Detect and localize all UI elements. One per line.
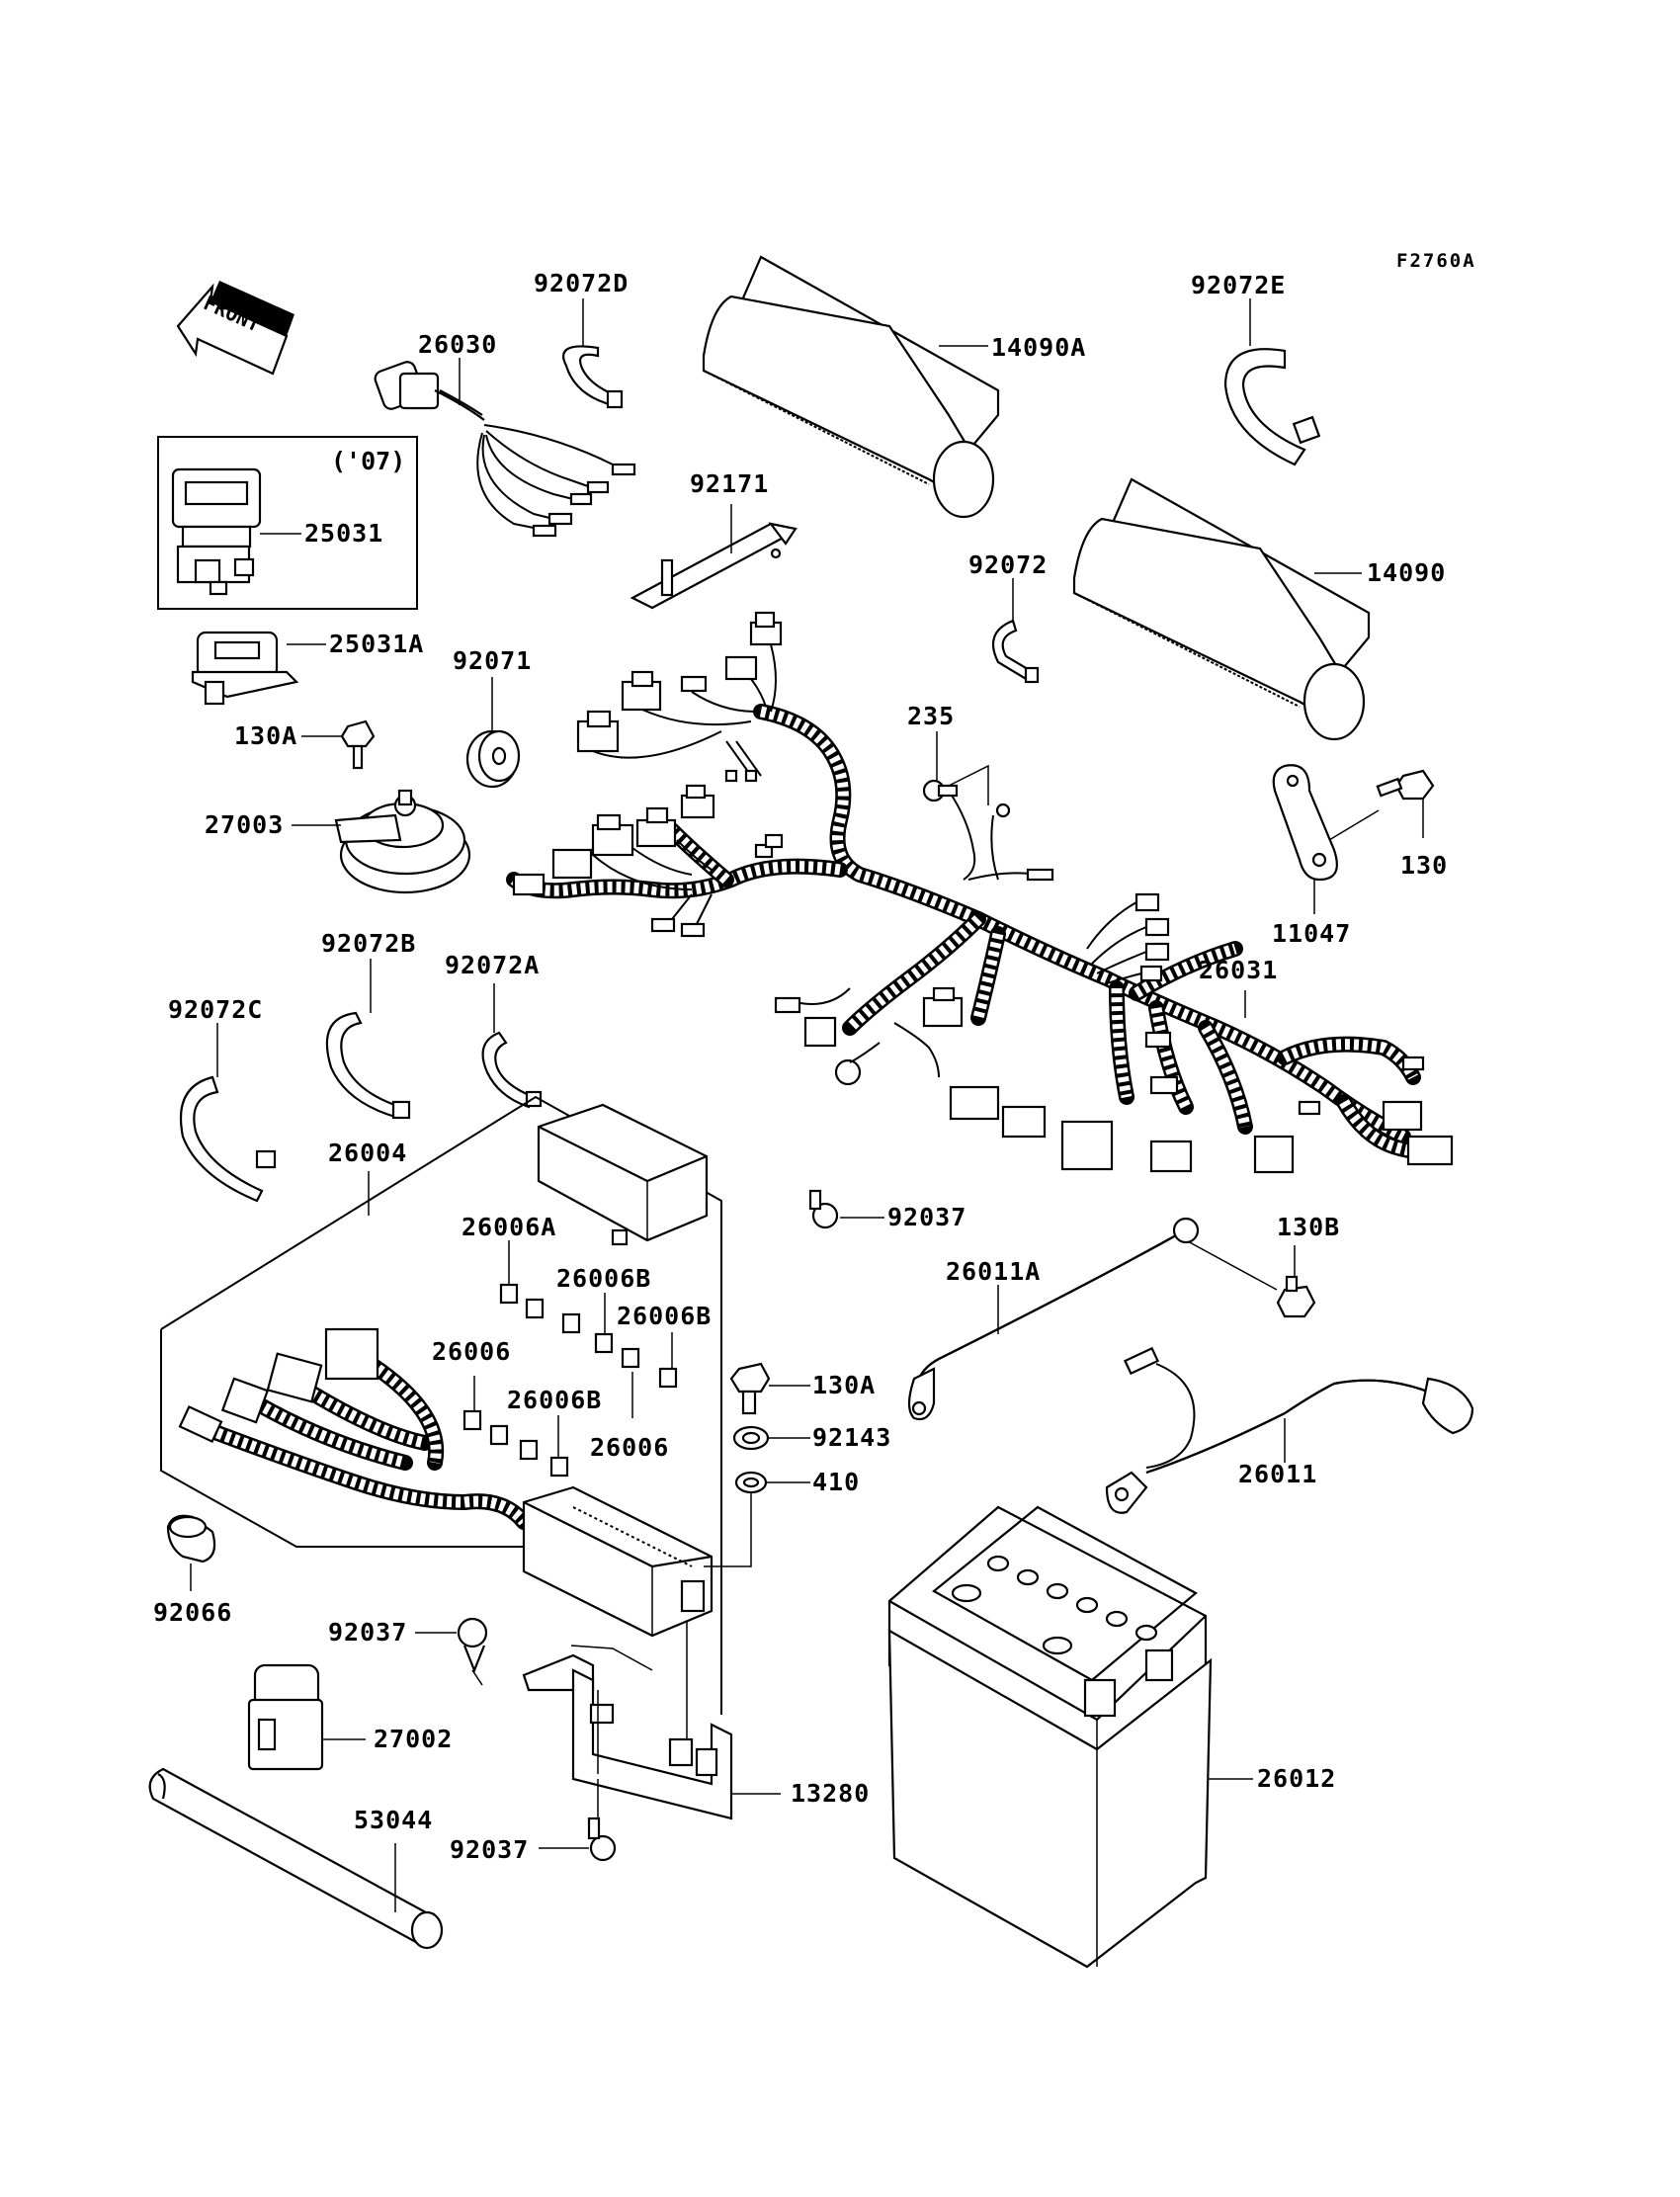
washer-410	[704, 1471, 810, 1567]
label-14090: 14090	[1367, 558, 1446, 587]
label-26006-2: 26006	[590, 1433, 669, 1462]
label-26012: 26012	[1257, 1764, 1336, 1793]
fuse-set	[462, 1240, 678, 1478]
label-92072: 92072	[968, 550, 1048, 579]
label-25031A: 25031A	[329, 630, 424, 658]
main-harness-26031	[506, 611, 1454, 1174]
label-92171: 92171	[690, 469, 769, 498]
label-130A-mid: 130A	[812, 1371, 876, 1399]
label-92037-bottom: 92037	[450, 1835, 529, 1864]
label-92072C: 92072C	[168, 995, 263, 1024]
grommet-92071	[465, 677, 521, 789]
figure-code: F2760A	[1396, 250, 1476, 272]
sub-harness-26030	[374, 358, 636, 538]
label-130B: 130B	[1277, 1213, 1340, 1241]
label-26011A: 26011A	[946, 1257, 1041, 1286]
label-26006A: 26006A	[462, 1213, 556, 1241]
label-92143: 92143	[812, 1423, 891, 1452]
front-direction-arrow-icon: FRONT	[176, 281, 294, 376]
label-26004: 26004	[328, 1139, 407, 1167]
inset-note: ('07)	[331, 447, 405, 475]
label-25031: 25031	[304, 519, 383, 548]
bracket-13280	[522, 1621, 781, 1820]
label-14090A: 14090A	[991, 333, 1086, 362]
label-27002: 27002	[374, 1725, 453, 1753]
clip-92037-mid	[808, 1189, 884, 1229]
screw-235	[922, 731, 989, 805]
grommet-92066	[166, 1514, 216, 1591]
label-13280: 13280	[791, 1779, 870, 1808]
clamp-92072D	[562, 298, 624, 409]
clip-92037-lower	[415, 1617, 488, 1686]
label-92037-lower: 92037	[328, 1618, 407, 1647]
fuse-box-harness-26004	[178, 1327, 714, 1638]
label-92072D: 92072D	[534, 269, 629, 297]
label-26006-1: 26006	[432, 1337, 511, 1366]
cover-14090	[1072, 477, 1371, 741]
inset-box-2007: ('07)	[157, 436, 418, 610]
label-92072B: 92072B	[321, 929, 416, 958]
clamp-92072A	[481, 983, 543, 1109]
label-130A-top: 130A	[234, 721, 297, 750]
cable-26011A	[907, 1217, 1200, 1421]
label-92071: 92071	[453, 646, 532, 675]
label-27003: 27003	[205, 810, 284, 839]
label-26031: 26031	[1199, 956, 1278, 984]
clamp-92072E	[1223, 298, 1321, 466]
hour-meter-25031	[171, 467, 262, 596]
label-26006B-2: 26006B	[617, 1302, 712, 1330]
label-26011: 26011	[1238, 1460, 1317, 1488]
label-92066: 92066	[153, 1598, 232, 1627]
clip-92037-bottom	[539, 1779, 617, 1862]
hour-meter-25031A	[191, 631, 326, 706]
relay-27002	[247, 1663, 366, 1771]
label-26006B-1: 26006B	[556, 1264, 651, 1293]
cover-14090A	[702, 255, 1000, 519]
washer-92143	[732, 1425, 810, 1451]
tube-53044	[148, 1767, 444, 1950]
clamp-92072C	[179, 1023, 277, 1203]
bolt-130B	[1185, 1239, 1316, 1318]
label-410: 410	[812, 1468, 860, 1496]
bolt-130	[1328, 769, 1435, 841]
label-130: 130	[1400, 851, 1448, 880]
bolt-130A-top	[301, 719, 376, 770]
bracket-11047	[1272, 764, 1338, 914]
fuse-box-cover	[537, 1103, 709, 1246]
battery-26012	[887, 1505, 1253, 1969]
clamp-92072	[991, 578, 1040, 684]
bolt-130A-mid	[729, 1362, 810, 1415]
clamp-92072B	[325, 959, 411, 1120]
bracket-92171	[630, 504, 798, 610]
label-92072A: 92072A	[445, 951, 540, 979]
label-53044: 53044	[354, 1806, 433, 1834]
label-26006B-3: 26006B	[507, 1386, 602, 1414]
label-92072E: 92072E	[1191, 271, 1286, 299]
label-26030: 26030	[418, 330, 497, 359]
label-11047: 11047	[1272, 919, 1351, 948]
label-235: 235	[907, 702, 955, 730]
label-92037-mid: 92037	[887, 1203, 966, 1231]
horn-27003	[292, 789, 471, 894]
cable-26011	[1105, 1346, 1474, 1514]
